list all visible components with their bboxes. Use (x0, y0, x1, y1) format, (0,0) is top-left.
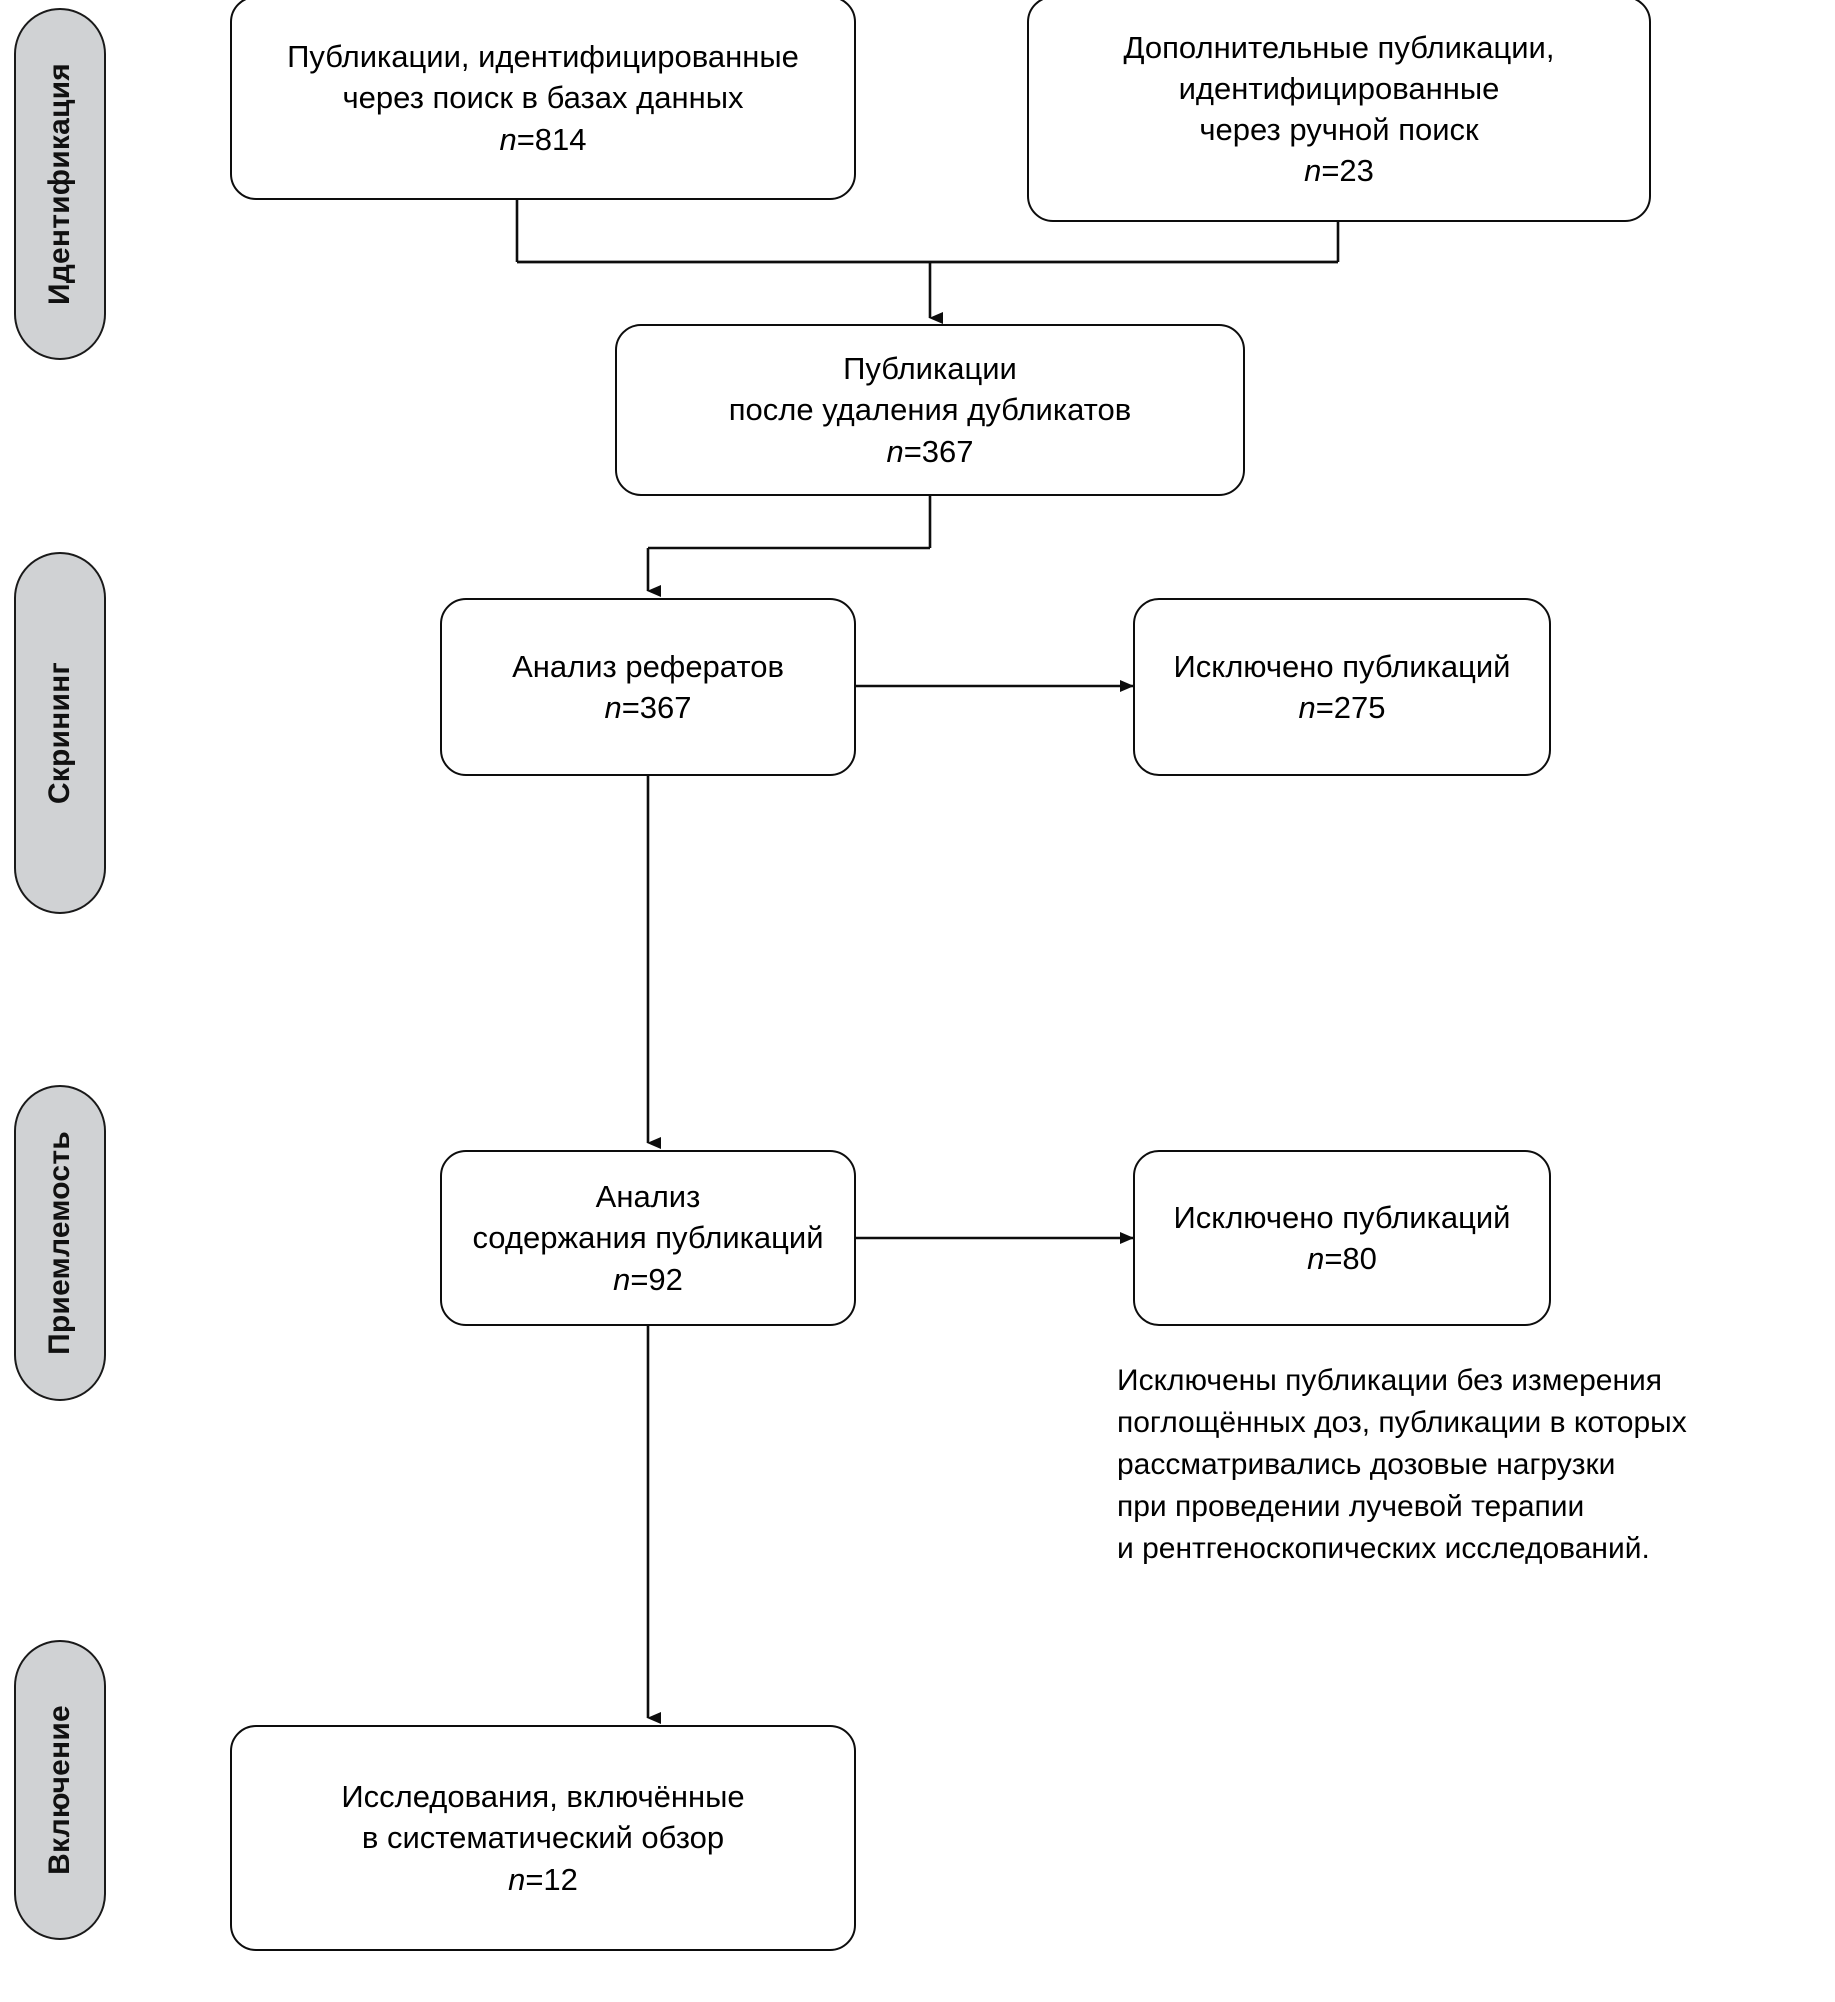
node-included-studies: Исследования, включённые в систематическ… (230, 1725, 856, 1951)
node-excluded-fulltext-text: Исключено публикаций (1173, 1199, 1511, 1235)
n-value-excl1: =275 (1315, 690, 1386, 725)
node-included-studies-text: Исследования, включённые в систематическ… (341, 1779, 745, 1856)
node-excluded-fulltext-count: n=80 (1158, 1238, 1527, 1279)
node-excluded-abstracts: Исключено публикаций n=275 (1133, 598, 1551, 776)
node-manual-search: Дополнительные публикации, идентифициров… (1027, 0, 1651, 222)
node-excluded-abstracts-text: Исключено публикаций (1173, 648, 1511, 684)
n-value-fulltext: =92 (630, 1261, 683, 1297)
n-value-manual: =23 (1321, 153, 1374, 189)
n-italic-abstract: n (604, 690, 622, 725)
n-italic-included: n (508, 1861, 526, 1897)
node-after-duplicates-count: n=367 (713, 431, 1148, 472)
node-database-search: Публикации, идентифицированные через пои… (230, 0, 856, 200)
node-manual-search-count: n=23 (1108, 150, 1571, 191)
node-fulltext-review-count: n=92 (456, 1259, 839, 1300)
stage-label-inclusion: Включение (14, 1640, 106, 1940)
stage-label-screening-text: Скрининг (43, 661, 77, 805)
n-italic-manual: n (1304, 153, 1322, 189)
node-manual-search-text: Дополнительные публикации, идентифициров… (1123, 29, 1555, 147)
n-italic-excl1: n (1298, 690, 1316, 725)
stage-label-identification: Идентификация (14, 8, 106, 360)
n-value-dupes: =367 (903, 433, 974, 469)
stage-label-screening: Скрининг (14, 552, 106, 914)
exclusion-reasons-note: Исключены публикации без измерения погло… (1117, 1364, 1687, 1565)
n-value-included: =12 (525, 1861, 578, 1897)
stage-label-eligibility-text: Приемлемость (43, 1131, 76, 1355)
node-after-duplicates-text: Публикации после удаления дубликатов (728, 351, 1132, 428)
stage-label-inclusion-text: Включение (43, 1705, 77, 1875)
n-italic-excl2: n (1307, 1241, 1325, 1276)
n-value-db: =814 (516, 121, 587, 157)
n-italic-fulltext: n (613, 1261, 631, 1297)
node-database-search-count: n=814 (271, 119, 815, 160)
stage-label-eligibility: Приемлемость (14, 1085, 106, 1401)
stage-label-identification-text: Идентификация (43, 63, 76, 305)
node-excluded-fulltext: Исключено публикаций n=80 (1133, 1150, 1551, 1326)
node-abstract-review-count: n=367 (496, 687, 800, 728)
node-fulltext-review-text: Анализ содержания публикаций (472, 1179, 824, 1256)
node-fulltext-review: Анализ содержания публикаций n=92 (440, 1150, 856, 1326)
n-value-excl2: =80 (1324, 1241, 1377, 1276)
node-excluded-abstracts-count: n=275 (1158, 687, 1527, 728)
n-italic-db: n (499, 121, 517, 157)
node-abstract-review: Анализ рефератов n=367 (440, 598, 856, 776)
n-italic-dupes: n (886, 433, 904, 469)
n-value-abstract: =367 (621, 690, 692, 725)
node-included-studies-count: n=12 (325, 1859, 760, 1900)
node-abstract-review-text: Анализ рефератов (512, 648, 784, 684)
node-after-duplicates: Публикации после удаления дубликатов n=3… (615, 324, 1245, 496)
node-database-search-text: Публикации, идентифицированные через пои… (287, 39, 799, 116)
